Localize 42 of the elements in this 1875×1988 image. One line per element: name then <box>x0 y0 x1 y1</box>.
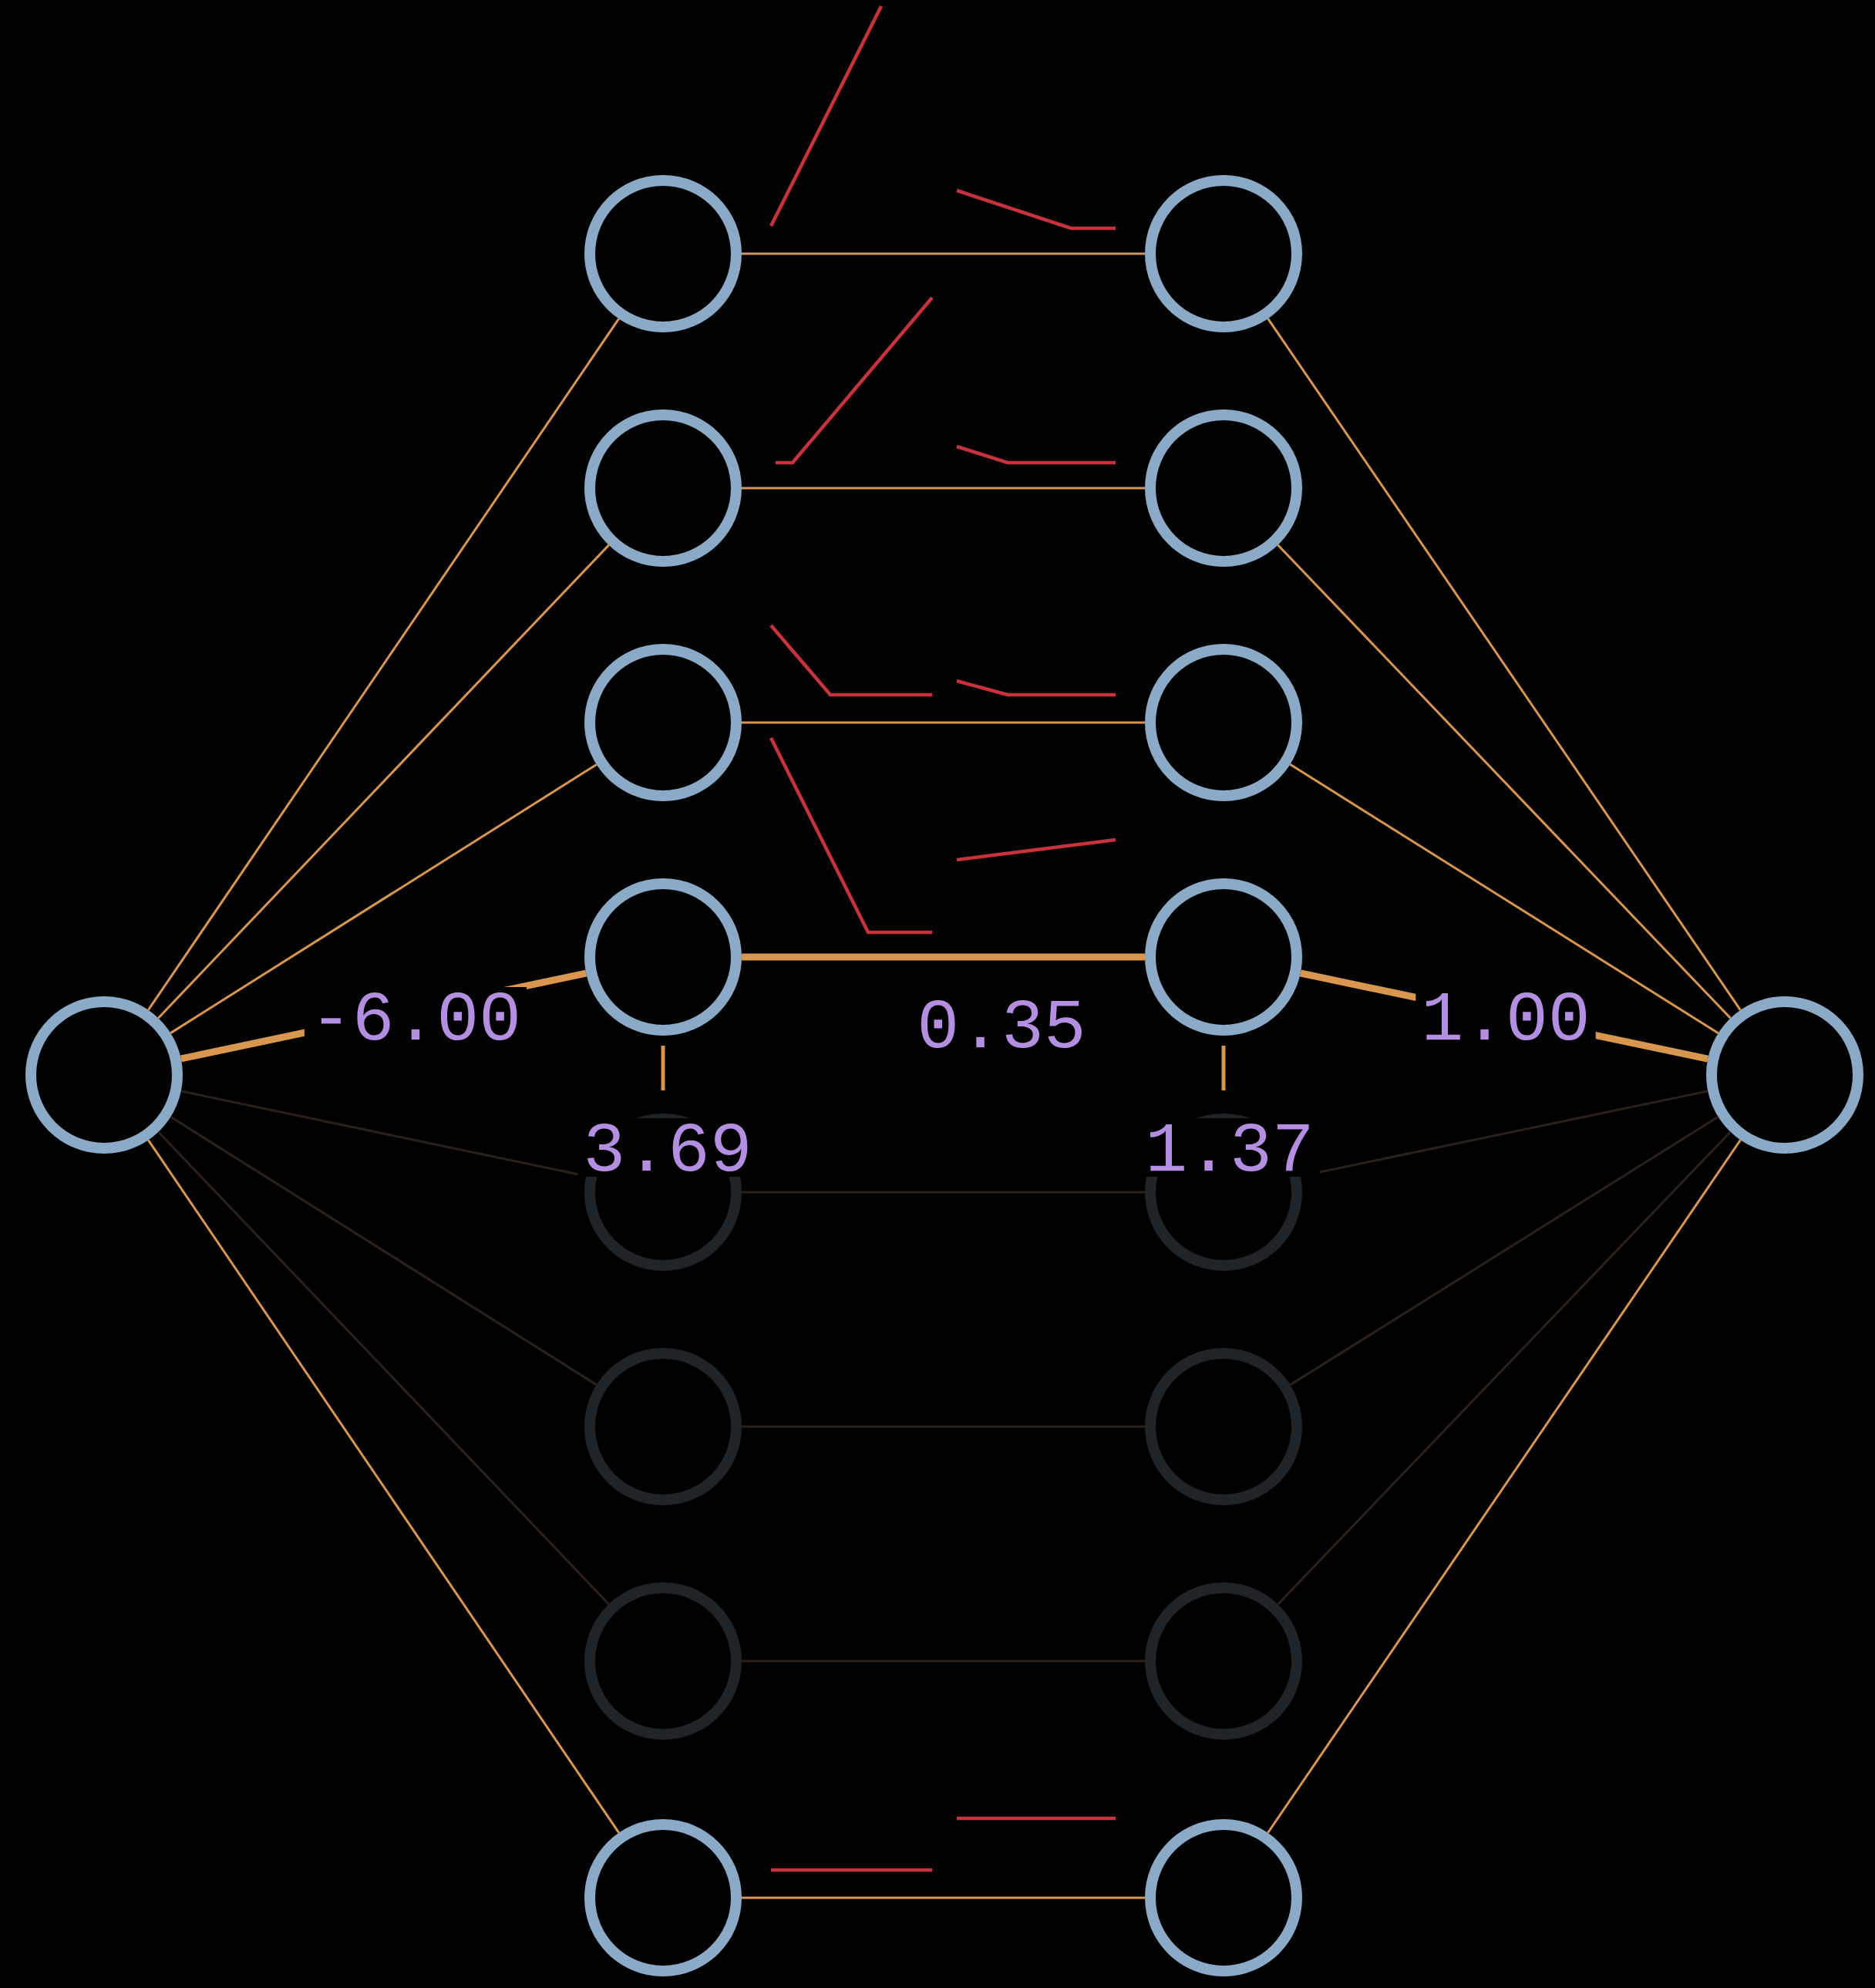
connection-line <box>1277 544 1732 1019</box>
connection-line <box>742 1896 1145 1899</box>
connection-line <box>1289 763 1719 1035</box>
neuron-circle <box>1145 409 1302 567</box>
weight-label: 1.37 <box>1139 1118 1320 1178</box>
connection-line <box>742 1191 1145 1194</box>
neuron-circle <box>1145 878 1302 1036</box>
neuron-circle <box>584 1348 742 1505</box>
connection-line <box>742 1425 1145 1428</box>
weight-label: 1.00 <box>1416 987 1596 1046</box>
connection-line <box>170 763 598 1034</box>
neuron-circle <box>584 1582 742 1740</box>
connection-line <box>1277 1130 1732 1606</box>
connection-line <box>157 1130 610 1606</box>
connection-line <box>147 1139 620 1834</box>
connection-line <box>170 1116 598 1386</box>
neuron-circle <box>1145 1348 1302 1505</box>
neuron-circle <box>584 644 742 801</box>
neuron-circle <box>584 175 742 332</box>
connection-line <box>1267 318 1742 1011</box>
connection-line <box>742 1659 1145 1663</box>
neuron-circle <box>1145 1582 1302 1740</box>
weight-label: 3.69 <box>577 1118 758 1178</box>
neuron-circle <box>584 1819 742 1976</box>
connection-line <box>742 953 1145 961</box>
neuron-circle <box>584 878 742 1036</box>
connection-line <box>742 487 1145 490</box>
connection-line <box>742 721 1145 724</box>
weight-label: -6.00 <box>304 987 527 1046</box>
connection-line <box>147 318 620 1011</box>
connection-line <box>742 252 1145 255</box>
neuron-circle <box>1145 175 1302 332</box>
weight-label: 0.35 <box>911 995 1092 1054</box>
neuron-circle <box>1145 644 1302 801</box>
neuron-circle <box>1145 1819 1302 1976</box>
connection-line <box>1289 1115 1719 1387</box>
neuron-circle <box>1706 996 1863 1154</box>
connection-line <box>157 544 610 1019</box>
neuron-circle <box>584 409 742 567</box>
connection-line <box>1267 1139 1742 1834</box>
neuron-circle <box>25 996 183 1154</box>
connection-line <box>1300 1090 1708 1178</box>
